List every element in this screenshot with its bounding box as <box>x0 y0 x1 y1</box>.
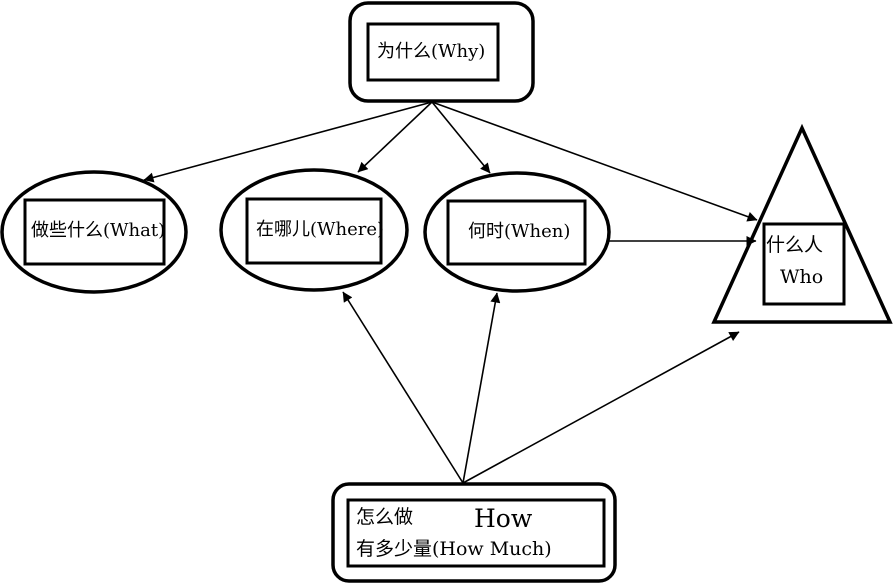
why-node <box>348 1 535 103</box>
arrow-why-to-where <box>357 101 433 173</box>
how-label-cn: 怎么做 <box>356 506 414 528</box>
how-label-en: How <box>474 504 533 533</box>
when-node <box>423 171 611 293</box>
who-node <box>711 123 893 324</box>
arrow-how-to-who <box>462 331 740 484</box>
how-label-line2: 有多少量(How Much) <box>356 538 552 560</box>
when-label: 何时(When) <box>468 221 571 242</box>
how-node <box>331 482 617 583</box>
arrow-how-to-when <box>462 292 501 484</box>
arrow-why-to-what <box>143 101 433 183</box>
who-label-line2: Who <box>780 266 824 288</box>
where-node <box>219 168 409 292</box>
what-label: 做些什么(What) <box>31 220 166 241</box>
arrow-how-to-where <box>342 291 464 484</box>
where-label: 在哪儿(Where) <box>256 219 385 240</box>
why-label: 为什么(Why) <box>377 41 486 62</box>
what-node <box>0 170 188 294</box>
arrow-why-to-who <box>431 101 758 222</box>
arrow-why-to-when <box>431 101 491 174</box>
who-label-line1: 什么人 <box>766 234 824 256</box>
